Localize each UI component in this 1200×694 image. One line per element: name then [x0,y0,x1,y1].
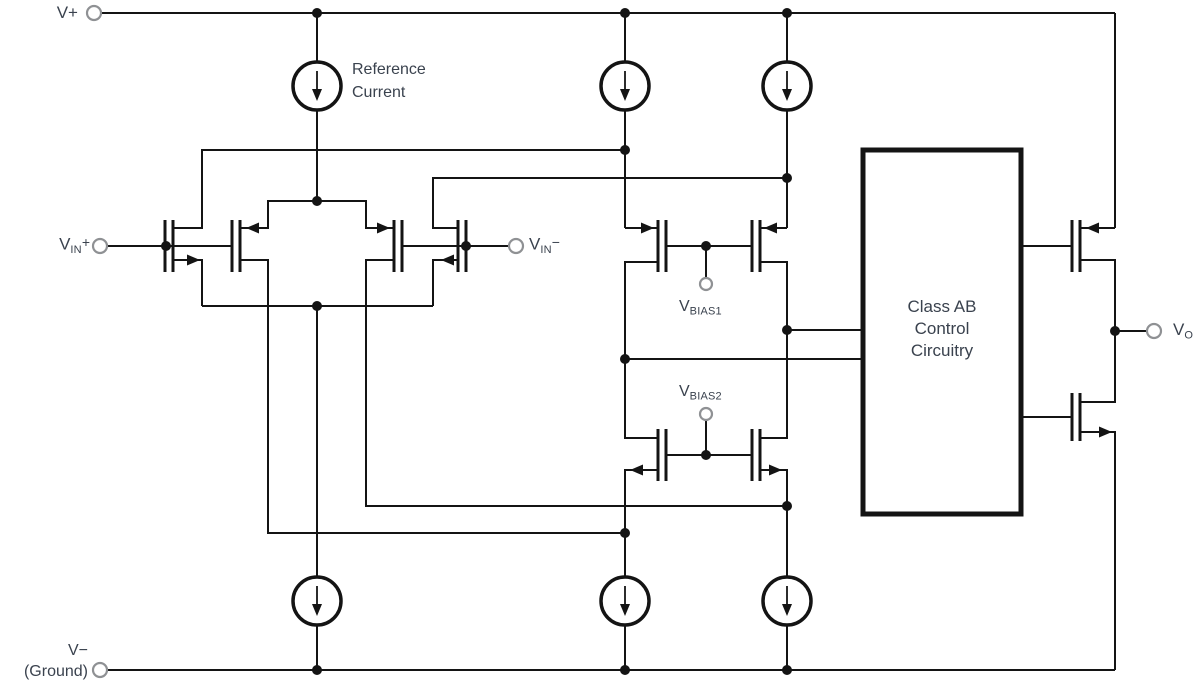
wire [760,261,788,439]
wire [625,329,863,360]
input-pmos-vin-plus [230,220,259,272]
vbias2-sub: BIAS2 [689,390,722,403]
top-current-source-mid [599,60,651,112]
junction-dot [701,241,711,251]
class-ab-box-label: Class AB Control Circuitry [864,296,1020,362]
junction-dot [312,665,322,675]
class-ab-label-line3: Circuitry [910,341,974,360]
class-ab-label-line1: Class AB [907,297,977,316]
wire [1081,259,1116,403]
vminus-terminal [91,661,109,679]
wire [624,469,658,577]
junction-dot [461,241,471,251]
wire [432,259,458,306]
bottom-current-sink-right [761,575,813,627]
junction-dot [312,196,322,206]
vin-minus-terminal [507,237,525,255]
vin-plus-base: V [59,234,71,254]
vout-sub: O [1184,329,1194,342]
vminus-label: V− (Ground) [4,640,88,682]
junction-dot [620,354,630,364]
bottom-current-sink-mid [599,575,651,627]
junction-dot [701,450,711,460]
reference-current-label: Reference Current [352,58,426,104]
vbias1-sub: BIAS1 [689,305,722,318]
junction-dot [782,665,792,675]
vout-base: V [1173,320,1185,339]
reference-current-source [291,60,343,112]
vbias2-terminal [698,406,714,422]
wire [624,261,658,439]
output-nmos [1070,393,1112,441]
wire [760,469,788,577]
junction-dot [620,528,630,538]
vin-minus-label: VIN− [529,234,560,257]
vbias1-label: VBIAS1 [679,297,722,319]
vbias2-label: VBIAS2 [679,382,722,404]
junction-dot [782,173,792,183]
cascode-nmos-left [630,429,668,481]
wire [365,259,787,507]
junction-dot [782,325,792,335]
junction-dot [1110,326,1120,336]
junction-dot [312,301,322,311]
input-pmos-vin-minus [377,220,404,272]
vin-plus-label: VIN+ [16,234,90,257]
junction-dot [620,8,630,18]
wire [173,149,625,229]
output-pmos [1070,220,1099,272]
top-current-source-right [761,60,813,112]
reference-current-label-line1: Reference [352,61,426,78]
vout-terminal [1145,322,1163,340]
junction-dot [620,665,630,675]
class-ab-label-line2: Control [914,319,970,338]
junction-dot [782,8,792,18]
vin-minus-sign: − [551,234,560,250]
wire [1081,431,1116,670]
vbias2-base: V [679,383,690,400]
junction-dot [620,145,630,155]
ground-note-label: (Ground) [23,663,88,680]
cascode-pmos-right [750,220,777,272]
vplus-label: V+ [56,3,78,22]
vin-minus-base: V [529,234,541,254]
bottom-current-sink-left [291,575,343,627]
vminus-label-line: V− [67,642,88,659]
reference-current-label-line2: Current [352,84,406,101]
wires [101,12,1147,671]
vin-plus-sign: + [81,234,90,250]
class-ab-control-box [860,147,1024,517]
vin-plus-terminal [91,237,109,255]
cascode-pmos-left [641,220,668,272]
vplus-terminal [85,4,103,22]
wire [666,245,752,277]
junction-dots [161,8,1120,675]
cascode-nmos-right [750,429,782,481]
wire [1021,245,1072,418]
wire [316,625,788,670]
wire [173,259,203,306]
junction-dot [161,241,171,251]
wire [432,177,787,229]
wire [240,259,625,534]
vin-plus-sub: IN [70,244,82,256]
wire [666,421,752,456]
junction-dot [782,501,792,511]
vbias1-base: V [679,298,690,315]
junction-dot [312,8,322,18]
vin-minus-sub: IN [540,244,552,256]
vout-label: VO [1173,320,1193,343]
vbias1-terminal [698,276,714,292]
